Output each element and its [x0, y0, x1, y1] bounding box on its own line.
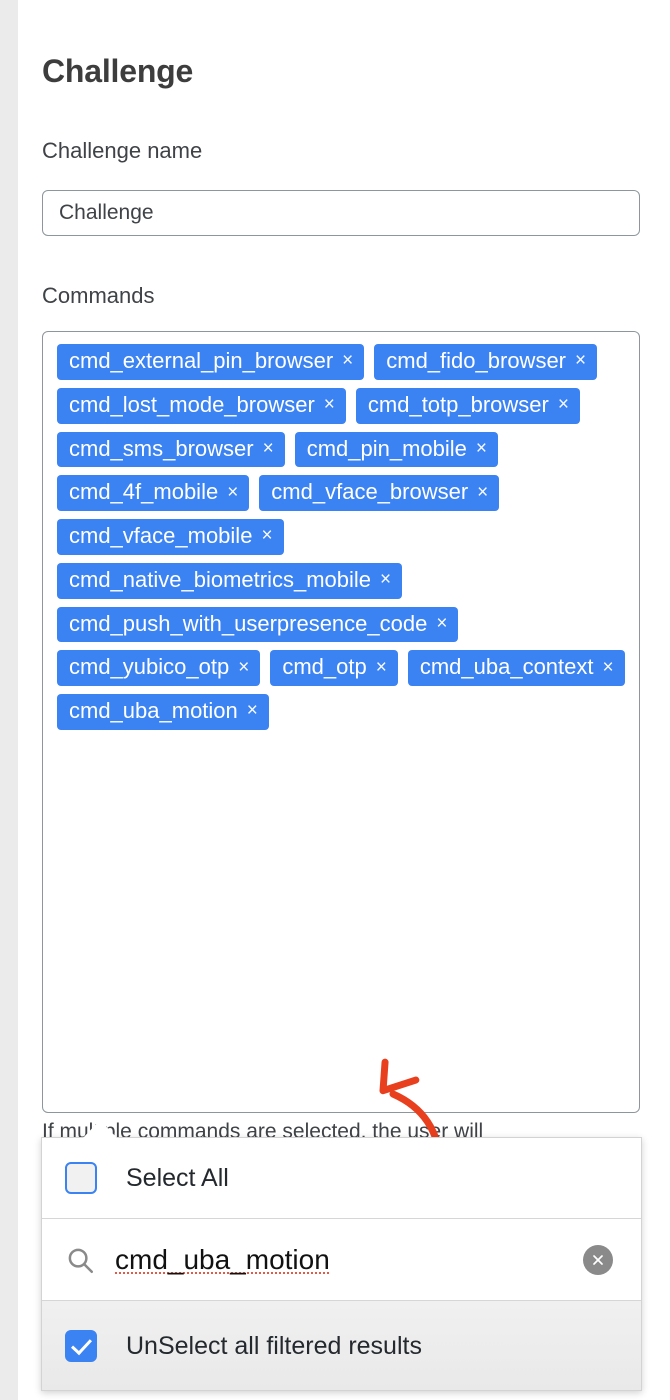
remove-chip-icon[interactable]: × [323, 394, 335, 416]
command-chip-label: cmd_vface_mobile [69, 523, 253, 548]
command-chip[interactable]: cmd_yubico_otp × [57, 650, 261, 686]
remove-chip-icon[interactable]: × [602, 656, 614, 678]
command-chip[interactable]: cmd_4f_mobile × [57, 475, 250, 511]
dropdown-search-row[interactable] [42, 1219, 641, 1301]
remove-chip-icon[interactable]: × [477, 481, 489, 503]
page-title: Challenge [42, 53, 194, 90]
remove-chip-icon[interactable]: × [246, 700, 258, 722]
remove-chip-icon[interactable]: × [342, 350, 354, 372]
commands-dropdown-panel: Select All UnSelect all filtered results [41, 1137, 642, 1391]
remove-chip-icon[interactable]: × [436, 612, 448, 634]
remove-chip-icon[interactable]: × [227, 481, 239, 503]
dropdown-option-select-all[interactable]: Select All [42, 1138, 641, 1219]
command-chip[interactable]: cmd_totp_browser × [355, 387, 580, 424]
dropdown-search-input[interactable] [115, 1243, 641, 1276]
remove-chip-icon[interactable]: × [375, 656, 387, 678]
search-icon [68, 1248, 93, 1273]
dropdown-option-unselect-filtered[interactable]: UnSelect all filtered results [42, 1301, 641, 1390]
command-chip[interactable]: cmd_uba_motion × [57, 694, 269, 730]
clear-search-icon[interactable] [583, 1244, 613, 1275]
command-chip[interactable]: cmd_external_pin_browser × [57, 344, 365, 380]
command-chip-label: cmd_fido_browser [386, 348, 566, 373]
challenge-name-label: Challenge name [42, 138, 203, 163]
challenge-name-input[interactable] [42, 190, 640, 236]
remove-chip-icon[interactable]: × [475, 437, 488, 459]
command-chip[interactable]: cmd_lost_mode_browser × [57, 387, 346, 424]
command-chip-label: cmd_vface_browser [271, 479, 469, 505]
command-chip-label: cmd_uba_context [419, 654, 594, 680]
command-chip-label: cmd_lost_mode_browser [69, 391, 315, 417]
command-chip-label: cmd_sms_browser [69, 435, 254, 461]
command-chip-label: cmd_external_pin_browser [69, 348, 334, 373]
dropdown-caret-icon [82, 1120, 118, 1139]
command-chip-label: cmd_native_biometrics_mobile [69, 566, 372, 592]
command-chip-label: cmd_pin_mobile [306, 435, 467, 461]
remove-chip-icon[interactable]: × [557, 394, 569, 416]
unselect-filtered-checkbox[interactable] [65, 1329, 97, 1362]
unselect-filtered-label: UnSelect all filtered results [126, 1331, 422, 1360]
select-all-label: Select All [126, 1164, 229, 1192]
remove-chip-icon[interactable]: × [380, 569, 392, 591]
command-chip[interactable]: cmd_vface_mobile × [57, 519, 284, 555]
command-chip[interactable]: cmd_sms_browser × [57, 431, 285, 468]
command-chip[interactable]: cmd_native_biometrics_mobile × [57, 562, 403, 599]
command-chip[interactable]: cmd_otp × [270, 650, 398, 686]
command-chip[interactable]: cmd_fido_browser × [374, 344, 598, 380]
remove-chip-icon[interactable]: × [238, 656, 250, 678]
command-chip-label: cmd_yubico_otp [69, 654, 230, 680]
commands-multiselect-box[interactable]: cmd_external_pin_browser×cmd_fido_browse… [42, 331, 640, 1113]
command-chip[interactable]: cmd_pin_mobile × [294, 431, 499, 468]
command-chip-label: cmd_push_with_userpresence_code [69, 610, 428, 636]
remove-chip-icon[interactable]: × [262, 437, 274, 459]
command-chip[interactable]: cmd_uba_context × [407, 650, 625, 686]
command-chip[interactable]: cmd_push_with_userpresence_code × [57, 606, 459, 643]
command-chip-label: cmd_uba_motion [69, 698, 238, 723]
command-chip-label: cmd_4f_mobile [69, 479, 219, 505]
command-chip[interactable]: cmd_vface_browser × [259, 475, 500, 511]
remove-chip-icon[interactable]: × [575, 350, 587, 372]
select-all-checkbox[interactable] [65, 1162, 97, 1194]
commands-label: Commands [42, 283, 155, 308]
command-chip-label: cmd_totp_browser [367, 391, 549, 417]
command-chip-label: cmd_otp [282, 654, 367, 680]
challenge-settings-card: Challenge Challenge name Commands cmd_ex… [18, 0, 670, 1400]
commands-chip-list: cmd_external_pin_browser×cmd_fido_browse… [43, 332, 639, 740]
remove-chip-icon[interactable]: × [261, 525, 273, 547]
